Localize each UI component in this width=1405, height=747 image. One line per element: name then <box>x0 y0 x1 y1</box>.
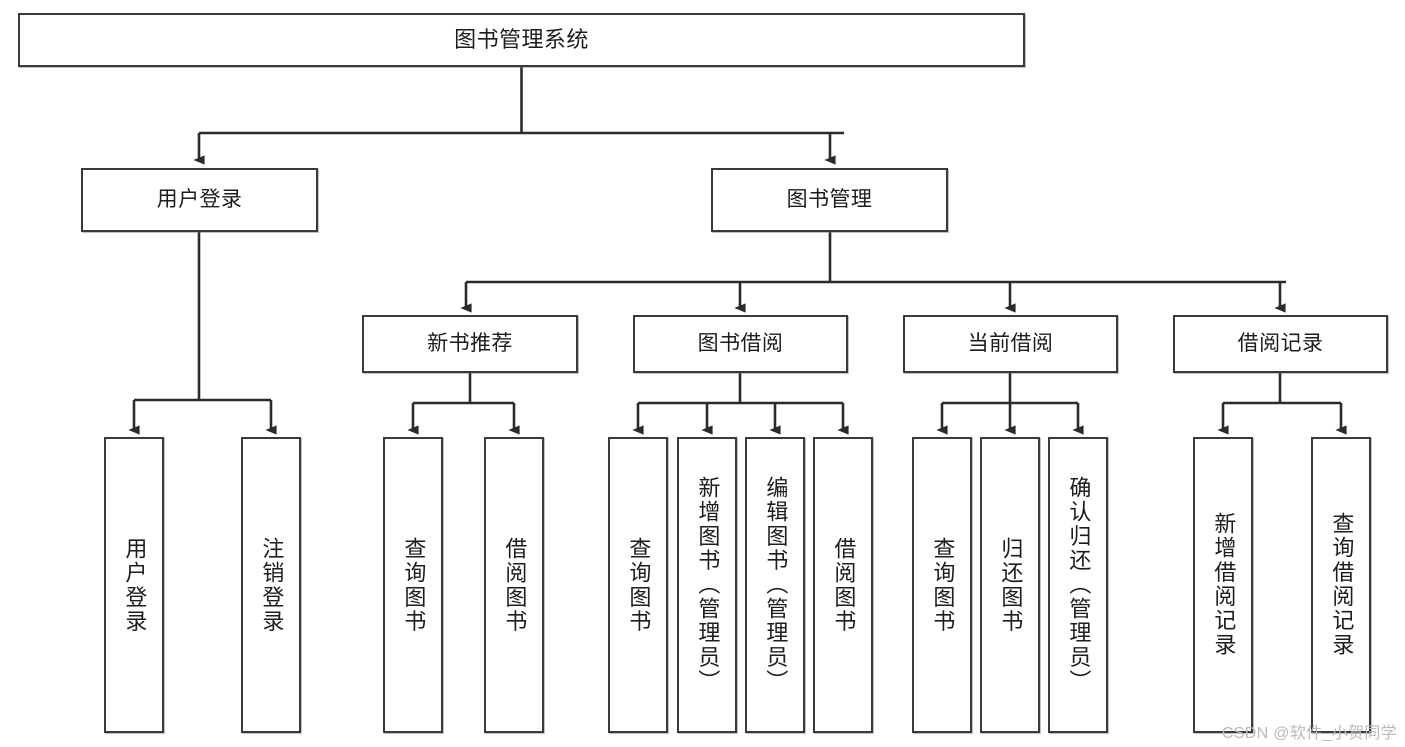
node-label: 借阅图书 <box>831 536 857 634</box>
node-label: 注销登录 <box>259 536 285 634</box>
node-label: 图书借阅 <box>697 331 784 355</box>
leaf-user-logout[interactable]: 注销登录 <box>241 437 301 733</box>
node-label: 图书管理系统 <box>454 26 589 52</box>
node-label: 借阅记录 <box>1237 331 1324 355</box>
node-current-borrow[interactable]: 当前借阅 <box>903 315 1118 373</box>
node-borrow-record[interactable]: 借阅记录 <box>1173 315 1388 373</box>
node-label: 用户登录 <box>122 536 148 634</box>
node-label: 新书推荐 <box>427 331 513 355</box>
node-user-login[interactable]: 用户登录 <box>81 168 318 232</box>
leaf-rec-search[interactable]: 查询借阅记录 <box>1311 437 1371 733</box>
node-root-system[interactable]: 图书管理系统 <box>18 13 1025 67</box>
node-label: 用户登录 <box>156 187 243 211</box>
node-new-book-rec[interactable]: 新书推荐 <box>362 315 578 373</box>
node-label: 查询图书 <box>930 536 956 634</box>
leaf-rec-borrow[interactable]: 借阅图书 <box>484 437 544 733</box>
node-book-manage[interactable]: 图书管理 <box>711 168 948 232</box>
leaf-cur-confirm[interactable]: 确认归还（管理员） <box>1048 437 1108 733</box>
node-label: 新增图书（管理员） <box>695 476 721 694</box>
leaf-rec-query[interactable]: 查询图书 <box>383 437 443 733</box>
csdn-watermark: CSDN @软件_小贺同学 <box>1221 725 1397 742</box>
node-label: 图书管理 <box>786 187 873 211</box>
leaf-cur-return[interactable]: 归还图书 <box>980 437 1040 733</box>
node-book-borrow[interactable]: 图书借阅 <box>633 315 848 373</box>
node-label: 查询图书 <box>626 536 652 634</box>
leaf-borrow-lend[interactable]: 借阅图书 <box>813 437 873 733</box>
leaf-borrow-query[interactable]: 查询图书 <box>608 437 668 733</box>
node-label: 确认归还（管理员） <box>1066 476 1092 694</box>
node-label: 归还图书 <box>998 536 1024 634</box>
node-label: 编辑图书（管理员） <box>763 476 789 694</box>
leaf-user-login[interactable]: 用户登录 <box>104 437 164 733</box>
node-label: 借阅图书 <box>502 536 528 634</box>
leaf-cur-query[interactable]: 查询图书 <box>912 437 972 733</box>
leaf-borrow-edit[interactable]: 编辑图书（管理员） <box>745 437 805 733</box>
node-label: 查询借阅记录 <box>1329 512 1355 658</box>
leaf-rec-add[interactable]: 新增借阅记录 <box>1193 437 1253 733</box>
node-label: 当前借阅 <box>967 331 1054 355</box>
leaf-borrow-add[interactable]: 新增图书（管理员） <box>677 437 737 733</box>
node-label: 查询图书 <box>401 536 427 634</box>
node-label: 新增借阅记录 <box>1211 512 1237 658</box>
